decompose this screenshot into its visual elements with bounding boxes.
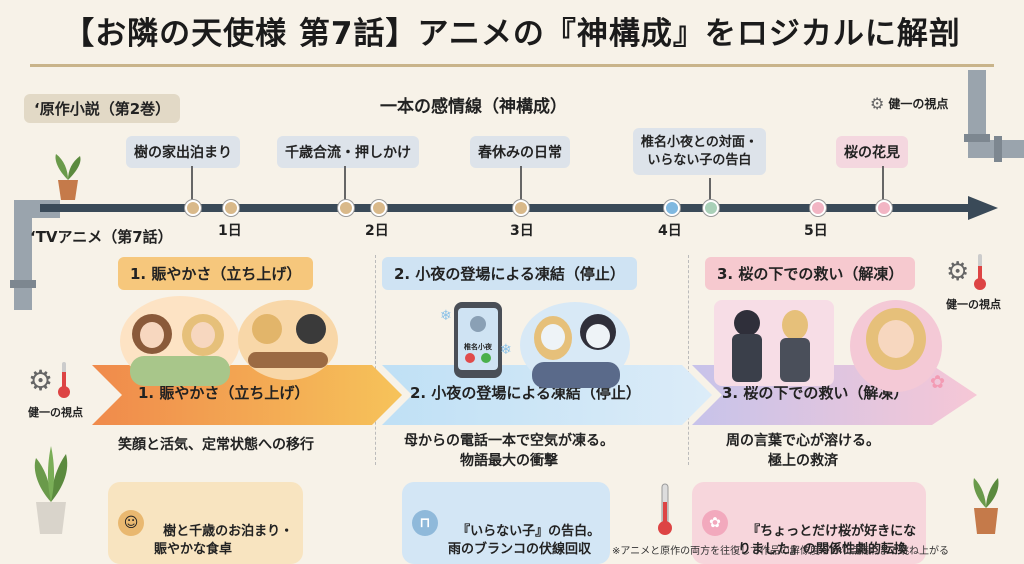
illustration-cherry-blossom-couple [714, 300, 834, 386]
event-box-4: 椎名小夜との対面・ いらない子の告白 [633, 128, 766, 176]
event-box-5: 桜の花見 [836, 136, 908, 168]
source-novel-label: ‘原作小説（第2巻） [24, 94, 181, 123]
event-box-2: 千歳合流・押しかけ [277, 136, 419, 168]
timeline-dot [664, 200, 680, 216]
title-divider [30, 64, 994, 67]
timeline-dot [810, 200, 826, 216]
phase-separator [688, 255, 689, 465]
phase-header-1: 1. 賑やかさ（立ち上げ） [118, 257, 314, 290]
potted-plant-icon [973, 478, 999, 534]
phase-separator [375, 255, 376, 465]
center-label: 一本の感情線（神構成） [380, 97, 567, 117]
phone-caller-label: 椎名小夜 [464, 343, 492, 351]
swing-icon: ⊓ [412, 510, 438, 537]
gear-icon: ⚙ [870, 94, 885, 113]
pov-right-label: 健一の視点 [946, 298, 1001, 311]
pov-top: ⚙ 健一の視点 [870, 94, 949, 113]
timeline-dot [185, 200, 201, 216]
phase-desc-3: 周の言葉で心が溶ける。 極上の救済 [726, 433, 880, 469]
illustration-girls-laughing [120, 296, 240, 386]
pov-right-icons: ⚙ [946, 252, 987, 292]
day-label: 4日 [658, 223, 682, 239]
potted-plant-icon [34, 446, 68, 534]
event-box-3: 春休みの日常 [470, 136, 570, 168]
snowflake-icon: ❄ [440, 308, 452, 324]
connector-line [344, 166, 346, 202]
thermometer-icon [658, 483, 672, 535]
day-label: 1日 [218, 223, 242, 239]
phase-note-1: ☺ 樹と千歳のお泊まり・ 賑やかな食卓 [108, 482, 304, 564]
phase-header-3: 3. 桜の下での救い（解凍） [705, 257, 916, 290]
timeline-dot [371, 200, 387, 216]
pipe-decoration-left [10, 200, 60, 310]
potted-plant-icon [55, 154, 81, 200]
illustration-smiling-girl [850, 300, 942, 392]
timeline-dot [513, 200, 529, 216]
cherry-blossom-icon: ✿ [930, 372, 946, 393]
day-label: 2日 [365, 223, 389, 239]
timeline-dot [876, 200, 892, 216]
connector-line [709, 178, 711, 202]
thermometer-icon [58, 362, 71, 398]
tv-anime-label: ‘TVアニメ（第7話） [30, 228, 173, 246]
pov-left-icons: ⚙ [28, 360, 71, 400]
timeline-dot [703, 200, 719, 216]
phase-desc-1: 笑顔と活気、定常状態への移行 [118, 437, 314, 453]
timeline-dot [338, 200, 354, 216]
gear-icon: ⚙ [28, 363, 54, 397]
arrow-label-3: 3. 桜の下での救い（解凍） [722, 384, 909, 402]
phase-note-3: ✿ 『ちょっとだけ桜が好きにな りました』の関係性劇的転換 [692, 482, 927, 564]
timeline-arrow [40, 196, 998, 220]
illustration-frozen-couple [520, 302, 630, 388]
cherry-blossom-icon: ✿ [702, 510, 728, 537]
arrow-label-1: 1. 賑やかさ（立ち上げ） [138, 384, 310, 402]
pipe-decoration-right [964, 70, 1024, 162]
smartphone-icon [454, 302, 502, 378]
gear-icon: ⚙ [946, 257, 970, 287]
phase-header-2: 2. 小夜の登場による凍結（停止） [382, 257, 637, 290]
connector-line [191, 166, 193, 202]
timeline-dot [223, 200, 239, 216]
page-title: 【お隣の天使様 第7話】アニメの『神構成』をロジカルに解剖 [63, 16, 961, 52]
phase-desc-2: 母からの電話一本で空気が凍る。 物語最大の衝撃 [404, 433, 614, 469]
snowflake-icon: ❄ [500, 342, 512, 358]
phase-note-2: ⊓ 『いらない子』の告白。 雨のブランコの伏線回収 [402, 482, 611, 564]
event-box-1: 樹の家出泊まり [126, 136, 240, 168]
connector-line [520, 166, 522, 202]
day-label: 3日 [510, 223, 534, 239]
footnote: ※アニメと原作の両方を往復して作品の解像度が140点満点まで跳ね上がる [612, 546, 949, 557]
illustration-dinner-table [238, 300, 338, 380]
arrow-label-2: 2. 小夜の登場による凍結（停止） [410, 384, 641, 402]
connector-line [882, 166, 884, 202]
thermometer-icon [974, 254, 987, 290]
people-icon: ☺ [118, 510, 144, 537]
pov-left-label: 健一の視点 [28, 406, 83, 419]
day-label: 5日 [804, 223, 828, 239]
